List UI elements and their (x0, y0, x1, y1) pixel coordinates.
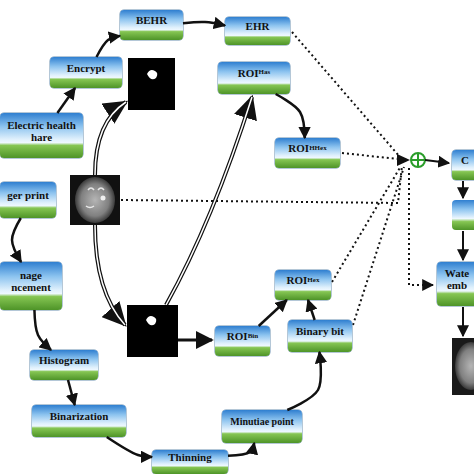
flow-arrow (57, 88, 75, 113)
arrow (425, 160, 449, 163)
arrow (462, 181, 464, 198)
mri-lesion (101, 196, 106, 201)
process-box: Wate emb (437, 262, 474, 306)
process-box: ROIHex (275, 270, 331, 300)
arc-arrow (166, 97, 252, 305)
box-label: Minutiae point (230, 417, 294, 428)
arrow (462, 231, 464, 260)
arc-arrow-inner (95, 102, 126, 175)
box-label: nage ncement (2, 270, 60, 293)
process-box: Thinning (152, 450, 228, 474)
process-box: BEHR (120, 10, 183, 40)
xor-plus (412, 154, 424, 166)
box-label: Binary bit (296, 326, 344, 338)
process-box: Histogram (30, 350, 98, 380)
xor-symbol (411, 153, 425, 167)
superscript-label: Has (259, 69, 271, 76)
process-box: Electric health hare (0, 113, 83, 158)
flow-arrow (107, 437, 152, 457)
arc-arrow (95, 225, 125, 325)
box-label: Binarization (50, 411, 109, 423)
process-box: EHR (225, 17, 290, 45)
flow-arrow (183, 22, 225, 25)
process-box: Encrypt (50, 57, 122, 88)
process-box: Binary bit (288, 320, 352, 352)
dotted-line (342, 153, 398, 159)
arc-arrow-inner (95, 225, 125, 325)
arc-arrow (95, 102, 126, 175)
mri-image (70, 175, 120, 225)
flow-arrow (287, 352, 321, 410)
process-box: C (452, 150, 474, 180)
process-box: ROIHas (218, 62, 290, 94)
mask-image (127, 305, 178, 357)
box-label: ROI (287, 275, 308, 287)
arc-arrow (178, 339, 212, 342)
flow-arrow (228, 443, 254, 456)
dotted-arrow (409, 168, 433, 285)
process-box: Binarization (32, 405, 126, 437)
mri-brain (455, 342, 474, 390)
box-label: Thinning (168, 452, 211, 464)
box-label: ROI (288, 143, 309, 155)
box-label: ROI (227, 331, 248, 343)
dotted-leaders (121, 32, 433, 325)
arrow (462, 307, 464, 336)
box-label: Wate emb (439, 268, 474, 291)
process-box: nage ncement (0, 262, 62, 310)
arc-arrow-inner (166, 97, 252, 305)
box-label: Encrypt (67, 63, 106, 75)
flow-arrow (276, 94, 305, 138)
box-label: ROI (238, 68, 259, 80)
flow-arrow (68, 380, 75, 405)
merge-arrowhead (397, 154, 410, 166)
flow-arrow (96, 36, 120, 57)
dotted-line (332, 166, 401, 282)
mask-region (146, 316, 156, 325)
superscript-label: Bin (248, 333, 259, 340)
superscript-label: Hex (307, 277, 319, 284)
flow-arrow (34, 310, 51, 350)
mask-region (147, 70, 157, 79)
process-box: Minutiae point (222, 410, 302, 443)
mri-brain (75, 177, 115, 223)
process-box: ROIHHex (275, 138, 340, 168)
flow-arrow (308, 300, 315, 320)
box-label: Electric health hare (2, 120, 81, 143)
flow-arrow (12, 218, 21, 262)
box-label: C (461, 155, 469, 167)
process-box: ger print (0, 182, 56, 218)
flow-arrow (259, 300, 287, 326)
box-label: Histogram (39, 355, 89, 367)
box-label: BEHR (136, 15, 167, 27)
superscript-label: HHex (309, 145, 327, 152)
box-label: ger print (7, 190, 49, 202)
box-label: EHR (246, 21, 270, 33)
process-box: ROIBin (215, 326, 270, 356)
dotted-line (121, 166, 402, 203)
dotted-line (353, 167, 404, 325)
mask-image (128, 58, 175, 110)
process-box (452, 200, 474, 230)
